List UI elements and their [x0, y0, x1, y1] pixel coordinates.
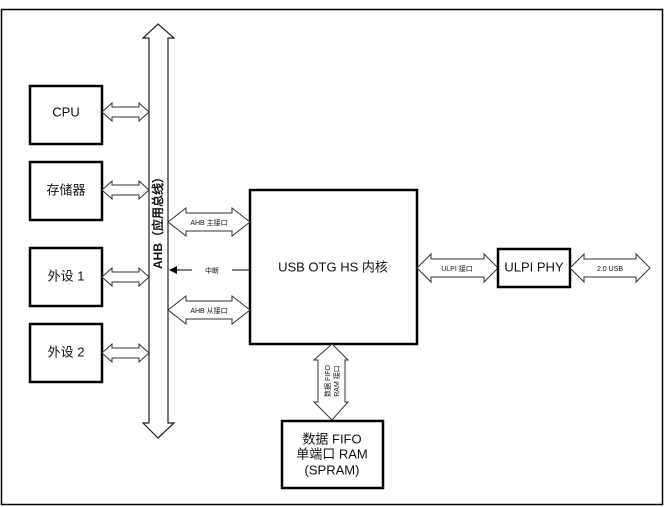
outer-frame	[0, 8, 664, 506]
cpu-block	[28, 84, 104, 146]
ahb-slave-arrow	[167, 294, 251, 326]
peripheral2-label: 外设 2	[48, 344, 85, 359]
fifo-ram-label-line2: RAM 接口	[332, 365, 341, 397]
ahb-master-arrow	[167, 206, 251, 238]
peripheral1-bus-arrow	[101, 266, 150, 288]
usb-otg-hs-core-label: USB OTG HS 内核	[278, 259, 388, 274]
peripheral1-label: 外设 1	[48, 268, 85, 283]
ahb-bus-label: AHB（应用总线）	[150, 171, 165, 269]
peripheral2-bus-arrow	[101, 342, 150, 364]
memory-bus-arrow	[101, 179, 150, 201]
memory-label: 存储器	[46, 182, 85, 197]
spram-block	[280, 419, 385, 490]
fifo-ram-label-line1: 数据 FIFO	[323, 365, 332, 397]
ahb-master-label: AHB 主接口	[190, 218, 227, 227]
peripheral2-block	[28, 322, 104, 384]
spram-label-line3: (SPRAM)	[305, 462, 360, 477]
memory-block	[28, 160, 104, 222]
spram-label-line1: 数据 FIFO	[302, 431, 361, 446]
ahb-slave-label: AHB 从接口	[190, 306, 227, 315]
usb-otg-hs-core-block	[248, 188, 419, 346]
usb20-label: 2.0 USB	[597, 266, 623, 273]
ulpi-phy-label: ULPI PHY	[504, 259, 564, 274]
ulpi-interface-label: ULPI 接口	[441, 264, 473, 273]
cpu-bus-arrow	[101, 101, 150, 123]
peripheral1-block	[28, 246, 104, 308]
interrupt-label: 中断	[205, 266, 219, 275]
spram-label-line2: 单端口 RAM	[296, 446, 368, 461]
ahb-bus-arrow	[141, 23, 176, 439]
cpu-label: CPU	[52, 104, 79, 119]
usb20-arrow	[569, 252, 651, 284]
fifo-ram-interface-label: 数据 FIFO RAM 接口	[323, 365, 341, 397]
